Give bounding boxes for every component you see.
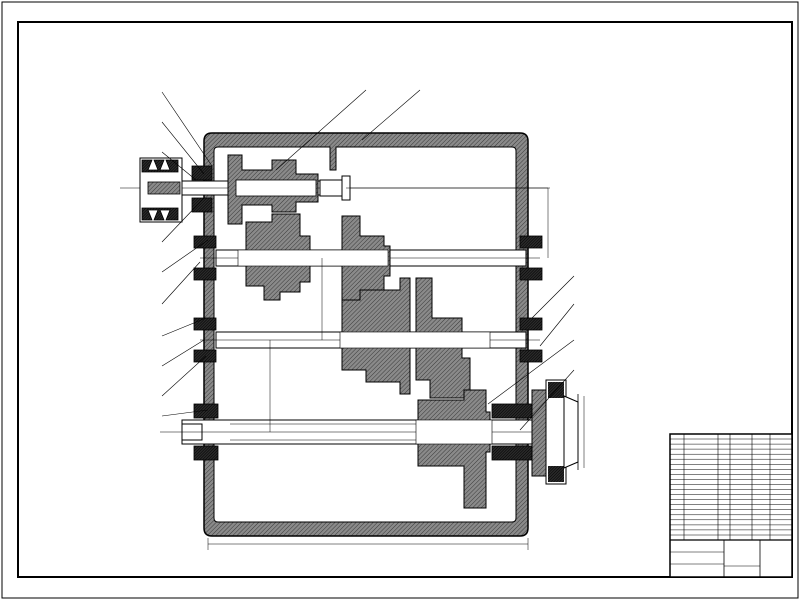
bearings-left [191, 165, 219, 461]
input-pulley [139, 157, 183, 223]
shaft-4-output [160, 419, 560, 445]
gears-shaft-2 [237, 213, 391, 301]
bearings-right [491, 235, 543, 461]
dimension-lines [207, 187, 585, 550]
title-block [669, 433, 793, 578]
gears-shaft-1 [227, 154, 319, 225]
gears-shaft-3 [339, 277, 491, 399]
leader-callouts-right [487, 275, 575, 431]
drawing-border [17, 21, 793, 578]
gears-shaft-4 [415, 389, 493, 509]
output-flange [531, 379, 579, 485]
leader-callouts-left [161, 91, 213, 417]
leader-callouts-top [275, 89, 421, 171]
